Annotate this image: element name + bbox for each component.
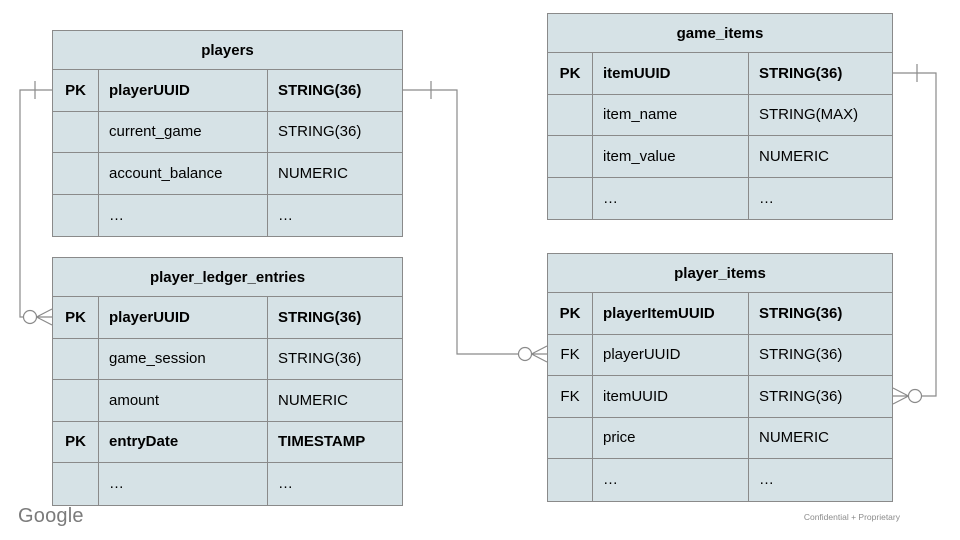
relationship-game-items-to-player-items [892, 64, 937, 405]
relationship-line [403, 89, 519, 355]
table-title: players [53, 31, 402, 70]
table-title: player_items [548, 254, 892, 293]
cardinality-zero-circle-icon [22, 309, 38, 325]
key-cell [53, 380, 99, 421]
field-name-cell: playerUUID [593, 334, 749, 375]
key-cell [548, 136, 593, 177]
field-type-cell: STRING(36) [759, 387, 843, 405]
field-type-cell: STRING(36) [278, 350, 362, 368]
field-name-cell: account_balance [99, 153, 268, 194]
field-type-cell: STRING(36) [278, 308, 362, 326]
field-type-cell: NUMERIC [759, 147, 829, 165]
table-row: account_balance NUMERIC [53, 153, 402, 195]
entity-table-players: players PK playerUUID STRING(36) current… [52, 30, 403, 237]
key-cell [53, 338, 99, 379]
table-row: PK itemUUID STRING(36) [548, 53, 892, 95]
cardinality-zero-circle-icon [517, 346, 533, 362]
field-name-cell: game_session [99, 338, 268, 379]
field-name-cell: … [99, 194, 268, 236]
field-name-cell: playerUUID [99, 70, 268, 111]
entity-table-player-ledger-entries: player_ledger_entries PK playerUUID STRI… [52, 257, 403, 506]
field-type-cell: … [278, 475, 293, 493]
field-name-cell: item_value [593, 136, 749, 177]
key-cell: PK [53, 70, 99, 111]
relationship-line [19, 89, 52, 318]
field-type-cell: STRING(36) [278, 81, 362, 99]
relationship-players-to-player-items [403, 81, 548, 363]
field-type-cell: STRING(36) [278, 123, 362, 141]
key-cell [548, 459, 593, 501]
key-cell [548, 177, 593, 219]
relationship-players-to-player-ledger-entries [19, 81, 53, 326]
table-row: PK entryDate TIMESTAMP [53, 421, 402, 463]
field-type-cell: NUMERIC [759, 429, 829, 447]
field-type-cell: NUMERIC [278, 391, 348, 409]
table-row: current_game STRING(36) [53, 111, 402, 153]
table-row: PK playerItemUUID STRING(36) [548, 293, 892, 335]
field-type-cell: STRING(36) [759, 304, 843, 322]
field-type-cell: STRING(MAX) [759, 106, 859, 124]
table-title: player_ledger_entries [53, 258, 402, 297]
entity-table-game-items: game_items PK itemUUID STRING(36) item_n… [547, 13, 893, 220]
table-title: game_items [548, 14, 892, 53]
key-cell: PK [53, 297, 99, 338]
table-row: amount NUMERIC [53, 380, 402, 422]
key-cell: PK [548, 293, 593, 334]
field-type-cell: … [278, 206, 293, 224]
field-type-cell: … [759, 471, 774, 489]
table-row: … … [548, 177, 892, 219]
field-name-cell: itemUUID [593, 53, 749, 94]
relationship-line [893, 72, 937, 397]
field-type-cell: TIMESTAMP [278, 433, 366, 451]
table-row: FK playerUUID STRING(36) [548, 334, 892, 376]
key-cell [53, 153, 99, 194]
table-row: PK playerUUID STRING(36) [53, 70, 402, 112]
confidential-note: Confidential + Proprietary [803, 512, 900, 522]
field-name-cell: item_name [593, 94, 749, 135]
key-cell [548, 417, 593, 458]
key-cell: PK [548, 53, 593, 94]
field-name-cell: playerItemUUID [593, 293, 749, 334]
table-row: item_value NUMERIC [548, 136, 892, 178]
field-name-cell: entryDate [99, 421, 268, 462]
field-name-cell: current_game [99, 111, 268, 152]
table-row: price NUMERIC [548, 417, 892, 459]
crow-foot-many-icon [531, 345, 548, 363]
entity-table-player-items: player_items PK playerItemUUID STRING(36… [547, 253, 893, 502]
key-cell: PK [53, 421, 99, 462]
field-name-cell: … [593, 177, 749, 219]
table-row: … … [53, 463, 402, 505]
key-cell [53, 111, 99, 152]
field-type-cell: STRING(36) [759, 346, 843, 364]
google-logo: Google [18, 505, 84, 527]
field-type-cell: STRING(36) [759, 64, 843, 82]
field-name-cell: playerUUID [99, 297, 268, 338]
table-row: PK playerUUID STRING(36) [53, 297, 402, 339]
cardinality-zero-circle-icon [907, 388, 923, 404]
key-cell [53, 194, 99, 236]
field-name-cell: amount [99, 380, 268, 421]
key-cell: FK [548, 334, 593, 375]
field-type-cell: … [759, 189, 774, 207]
table-row: … … [548, 459, 892, 501]
field-name-cell: … [99, 463, 268, 505]
table-row: game_session STRING(36) [53, 338, 402, 380]
key-cell [53, 463, 99, 505]
table-row: FK itemUUID STRING(36) [548, 376, 892, 418]
field-type-cell: NUMERIC [278, 164, 348, 182]
crow-foot-many-icon [892, 387, 909, 405]
field-name-cell: price [593, 417, 749, 458]
key-cell: FK [548, 376, 593, 417]
field-name-cell: … [593, 459, 749, 501]
key-cell [548, 94, 593, 135]
field-name-cell: itemUUID [593, 376, 749, 417]
table-row: item_name STRING(MAX) [548, 94, 892, 136]
crow-foot-many-icon [36, 308, 53, 326]
table-row: … … [53, 194, 402, 236]
